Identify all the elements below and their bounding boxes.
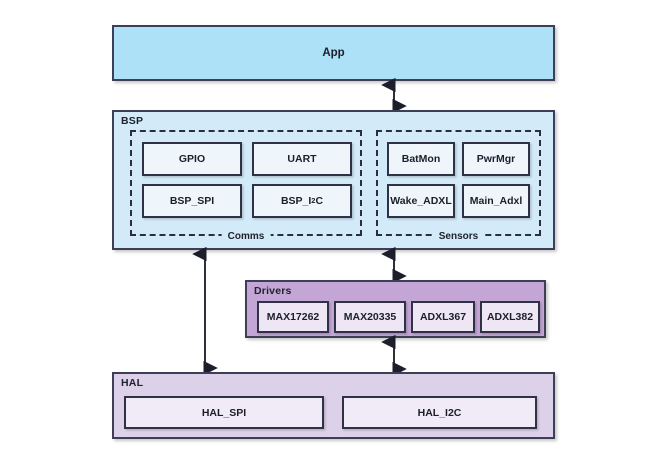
cell-label: GPIO [178,153,206,165]
cell-label: HAL_SPI [201,406,247,419]
cell-label: UART [287,153,317,165]
hal-layer-label: HAL [121,377,144,389]
cell-label: MAX20335 [343,311,397,323]
cell-label: ADXL382 [486,311,534,323]
cell-label: Main_Adxl [469,195,523,207]
drivers-layer-label: Drivers [254,285,292,297]
app-layer-box: App [112,25,555,81]
bsp-cell-uart[interactable]: UART [252,142,352,176]
bsp-cell-gpio[interactable]: GPIO [142,142,242,176]
connector-drivers-to-hal [381,334,407,377]
bsp-cell-bsp-spi[interactable]: BSP_SPI [142,184,242,218]
hal-cell-hal-spi[interactable]: HAL_SPI [124,396,324,429]
cell-label: Wake_ADXL [390,195,452,207]
driver-cell-adxl367[interactable]: ADXL367 [411,301,475,333]
driver-cell-max20335[interactable]: MAX20335 [334,301,406,333]
bsp-cell-main-adxl[interactable]: Main_Adxl [462,184,530,218]
bsp-layer-label: BSP [121,115,144,127]
cell-label: BSP_I [280,195,312,207]
driver-cell-adxl382[interactable]: ADXL382 [480,301,540,333]
drivers-layer-box: Drivers MAX17262 MAX20335 ADXL367 ADXL38… [245,280,546,338]
connector-app-to-bsp [381,77,407,114]
bsp-cell-pwrmgr[interactable]: PwrMgr [462,142,530,176]
cell-label: MAX17262 [266,311,320,323]
driver-cell-max17262[interactable]: MAX17262 [257,301,329,333]
hal-layer-box: HAL HAL_SPI HAL_I2C [112,372,555,439]
connector-bsp-to-hal [192,246,218,376]
cell-label: PwrMgr [476,153,516,165]
bsp-cell-batmon[interactable]: BatMon [387,142,455,176]
cell-label-suffix: C [315,195,324,207]
app-layer-label: App [322,47,345,59]
bsp-group-sensors: BatMon PwrMgr Wake_ADXL Main_Adxl Sensor… [376,130,541,242]
hal-cell-hal-i2c[interactable]: HAL_I2C [342,396,537,429]
cell-label: BatMon [401,153,441,165]
cell-label: HAL_I2C [417,406,462,419]
cell-label: BSP_SPI [169,195,215,207]
connector-bsp-to-drivers [381,246,407,284]
bsp-group-comms-caption: Comms [221,231,271,242]
bsp-group-sensors-caption: Sensors [432,231,485,242]
cell-label: ADXL367 [419,311,467,323]
bsp-cell-wake-adxl[interactable]: Wake_ADXL [387,184,455,218]
